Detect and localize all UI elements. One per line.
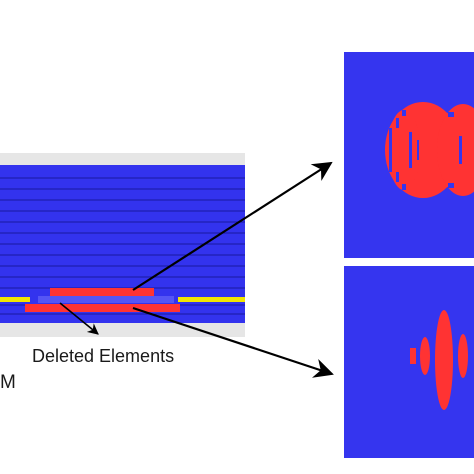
damage-pixel-edges	[389, 110, 462, 190]
lens-damage-region	[410, 310, 468, 410]
laminate-tray-top	[0, 153, 245, 165]
deleted-elements-label: Deleted Elements	[32, 346, 175, 366]
deleted-elements-band	[38, 296, 174, 303]
bilobed-damage-region	[385, 102, 474, 198]
upper-result-panel	[344, 52, 474, 258]
arrow-to-lower-panel	[132, 306, 334, 378]
delamination-lower	[25, 304, 180, 312]
arrow-to-upper-panel	[132, 161, 333, 291]
clipped-edge-letter: M	[0, 372, 16, 393]
laminate-tray-bottom	[0, 323, 245, 337]
arrow-to-deleted-elements	[59, 302, 99, 335]
lower-result-panel	[344, 266, 474, 458]
interface-layer-right	[178, 297, 245, 302]
interface-layer-left	[0, 297, 30, 302]
laminate-cross-section	[0, 153, 245, 337]
delamination-upper	[50, 288, 154, 296]
